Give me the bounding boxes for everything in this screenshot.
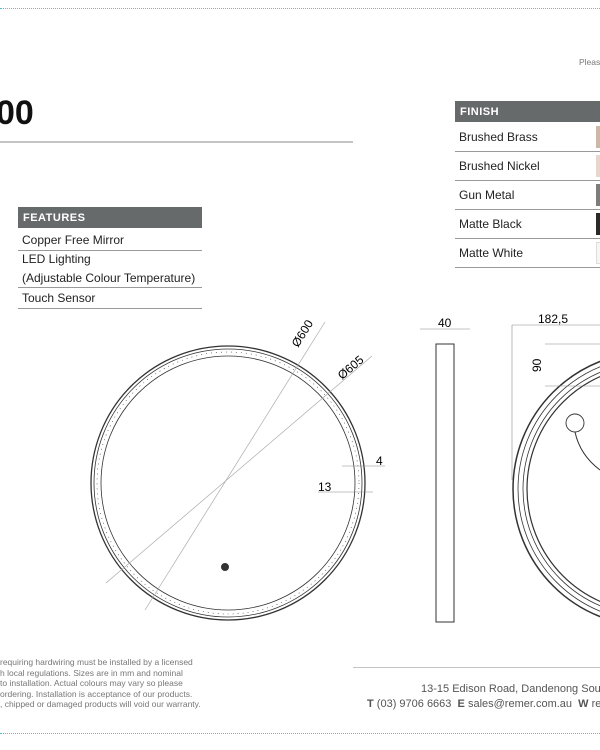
finish-label: Brushed Brass — [459, 130, 538, 144]
web-label: W — [578, 698, 589, 710]
top-dotted-border — [0, 8, 600, 9]
finish-label: Matte Black — [459, 217, 522, 231]
disclaimer: requiring hardwiring must be installed b… — [0, 657, 201, 710]
feature-item: LED Lighting — [22, 252, 91, 266]
web-link[interactable]: re — [591, 698, 600, 710]
feature-item: (Adjustable Colour Temperature) — [18, 269, 202, 288]
finish-heading: FINISH — [455, 101, 600, 122]
finish-item: Matte Black — [455, 210, 600, 239]
features-heading: FEATURES — [18, 207, 202, 228]
finish-swatch — [596, 126, 600, 148]
phone-label: T — [367, 698, 374, 710]
address: 13-15 Edison Road, Dandenong Sou — [421, 683, 600, 695]
disclaimer-line: h local regulations. Sizes are in mm and… — [0, 667, 183, 678]
disclaimer-line: to installation. Actual colours may vary… — [0, 678, 183, 688]
product-title: 00 — [0, 94, 34, 132]
front-view — [90, 321, 385, 621]
finish-item: Brushed Nickel — [455, 152, 600, 181]
dim-13: 13 — [318, 480, 332, 494]
disclaimer-line: , chipped or damaged products will void … — [0, 699, 201, 709]
finish-swatch — [596, 242, 600, 264]
contact-line: T (03) 9706 6663 E sales@remer.com.au W … — [367, 698, 600, 710]
finish-swatch — [596, 184, 600, 206]
dim-182-5: 182,5 — [538, 312, 568, 326]
email-link[interactable]: sales@remer.com.au — [467, 698, 573, 710]
footer-rule — [353, 667, 600, 668]
finish-swatch — [596, 213, 600, 235]
phone: (03) 9706 6663 — [376, 698, 452, 710]
finish-item: Brushed Brass — [455, 123, 600, 152]
finish-label: Matte White — [459, 246, 524, 260]
back-view — [511, 324, 600, 618]
dim-4: 4 — [376, 454, 383, 468]
finish-item: Matte White — [455, 239, 600, 268]
email-label: E — [457, 698, 465, 710]
finish-swatch — [596, 155, 600, 177]
feature-item: Copper Free Mirror — [18, 230, 202, 251]
dim-600: Ø600 — [289, 317, 317, 350]
bottom-dotted-border — [0, 733, 600, 734]
disclaimer-line: ordering. Installation is acceptance of … — [0, 688, 193, 699]
finish-label: Brushed Nickel — [459, 159, 540, 173]
finish-label: Gun Metal — [459, 188, 515, 202]
finish-item: Gun Metal — [455, 181, 600, 210]
disclaimer-line: requiring hardwiring must be installed b… — [0, 657, 193, 667]
dim-40: 40 — [438, 316, 452, 330]
header-note: Pleas — [579, 57, 600, 67]
side-view — [420, 328, 470, 623]
dim-90: 90 — [530, 358, 544, 372]
dim-605: Ø605 — [335, 352, 367, 382]
title-rule — [0, 141, 353, 143]
feature-item: Touch Sensor — [18, 288, 202, 309]
